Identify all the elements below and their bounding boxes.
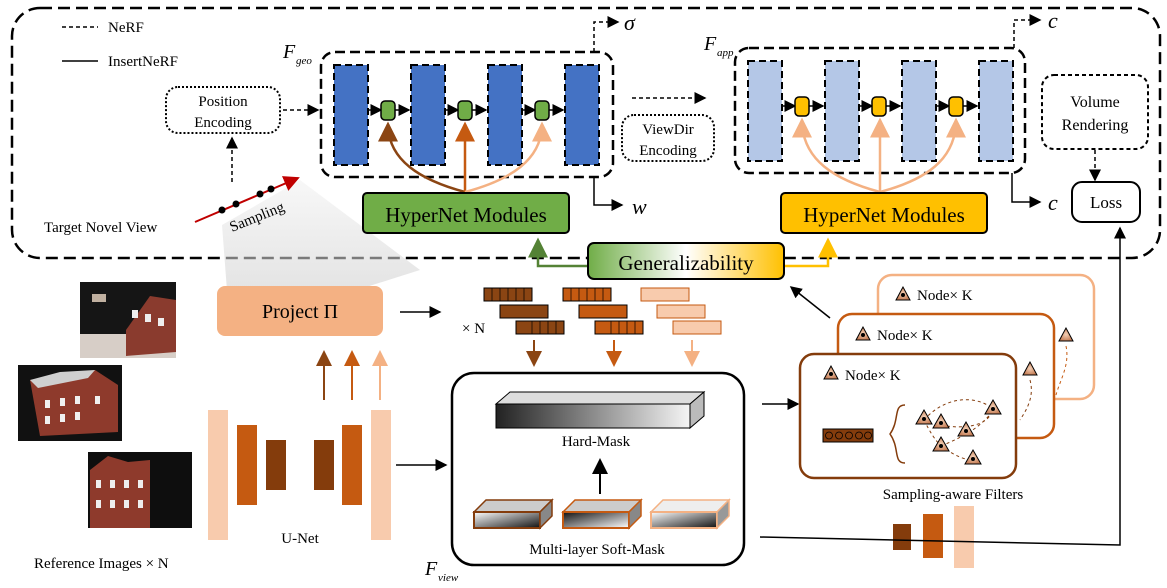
legend-insertnerf-label: InsertNeRF <box>108 54 178 70</box>
app-layer-3 <box>901 60 937 162</box>
output-features <box>893 506 974 568</box>
filters-to-generalizability-arrow <box>789 286 831 319</box>
viewdir-encoding-box <box>621 114 715 162</box>
loss-box <box>1071 181 1141 223</box>
c-side-output: c <box>1048 190 1058 215</box>
times-n-label: × N <box>462 321 485 337</box>
app-hyper-node-2 <box>871 96 887 117</box>
project-box <box>217 286 383 336</box>
viewdir-encoding-label-2: Encoding <box>639 143 697 159</box>
geo-layers <box>333 64 600 166</box>
f-app-sub: app <box>717 47 734 59</box>
soft-masks <box>472 498 731 530</box>
generalizability-box <box>587 242 785 280</box>
filter-card-1 <box>798 352 1018 480</box>
node-k-label-1: Node× K <box>845 368 901 384</box>
position-encoding-box <box>165 86 281 134</box>
legend: NeRF InsertNeRF <box>62 20 178 70</box>
project-label: Project Π <box>262 301 338 323</box>
target-novel-view-label: Target Novel View <box>44 220 157 236</box>
app-layer-1 <box>747 60 783 162</box>
geo-hyper-node-3 <box>534 100 550 121</box>
node-icon <box>823 285 911 380</box>
sigma-output: σ <box>624 10 636 35</box>
app-layer-2 <box>824 60 860 162</box>
volume-rendering-label-1: Volume <box>1070 94 1119 111</box>
f-geo-box <box>319 50 615 179</box>
hard-mask-slab <box>494 390 706 430</box>
nerf-pipeline-box <box>10 6 1162 260</box>
hypernet-modules-geo-label: HyperNet Modules <box>385 203 547 227</box>
volume-rendering-box <box>1041 74 1149 150</box>
soft-mask-label: Multi-layer Soft-Mask <box>529 542 665 558</box>
w-output: w <box>632 194 647 219</box>
f-app-label: F <box>703 33 717 55</box>
node-k-label-3: Node× K <box>917 288 973 304</box>
position-encoding-label-2: Encoding <box>194 115 252 131</box>
legend-nerf-label: NeRF <box>108 20 144 36</box>
generalizability-label: Generalizability <box>618 251 754 275</box>
to-loss-arrow <box>759 226 1126 546</box>
geo-hyper-node-1 <box>380 100 396 121</box>
sampling-filters-label: Sampling-aware Filters <box>883 487 1024 503</box>
f-geo-sub: geo <box>296 55 312 67</box>
loss-label: Loss <box>1090 193 1122 212</box>
app-hyper-node-1 <box>794 96 810 117</box>
geo-layer-4 <box>564 64 600 166</box>
app-layers <box>747 60 1014 162</box>
f-view-label: F <box>424 558 438 580</box>
hypernet-modules-app-label: HyperNet Modules <box>803 203 965 227</box>
c-top-output: c <box>1048 8 1058 33</box>
feature-tokens <box>483 287 722 335</box>
hypernet-modules-app <box>780 192 988 234</box>
geo-layer-3 <box>487 64 523 166</box>
unet-label: U-Net <box>281 531 319 547</box>
node-graph <box>822 326 1074 465</box>
geo-layer-1 <box>333 64 369 166</box>
app-hyper-node-3 <box>948 96 964 117</box>
app-layer-4 <box>978 60 1014 162</box>
sampling-ray <box>194 176 300 223</box>
f-view-sub: view <box>438 572 459 584</box>
position-encoding-label-1: Position <box>198 94 248 110</box>
hypernet-modules-geo <box>362 192 570 234</box>
unet <box>208 410 391 540</box>
node-k-label-2: Node× K <box>877 328 933 344</box>
reference-images <box>18 282 192 528</box>
geo-layer-2 <box>410 64 446 166</box>
f-geo-label: F <box>282 41 296 63</box>
geo-hyper-node-2 <box>457 100 473 121</box>
hard-mask-label: Hard-Mask <box>562 434 631 450</box>
viewdir-encoding-label-1: ViewDir <box>642 122 694 138</box>
volume-rendering-label-2: Rendering <box>1062 117 1129 134</box>
reference-images-label: Reference Images × N <box>34 556 169 572</box>
